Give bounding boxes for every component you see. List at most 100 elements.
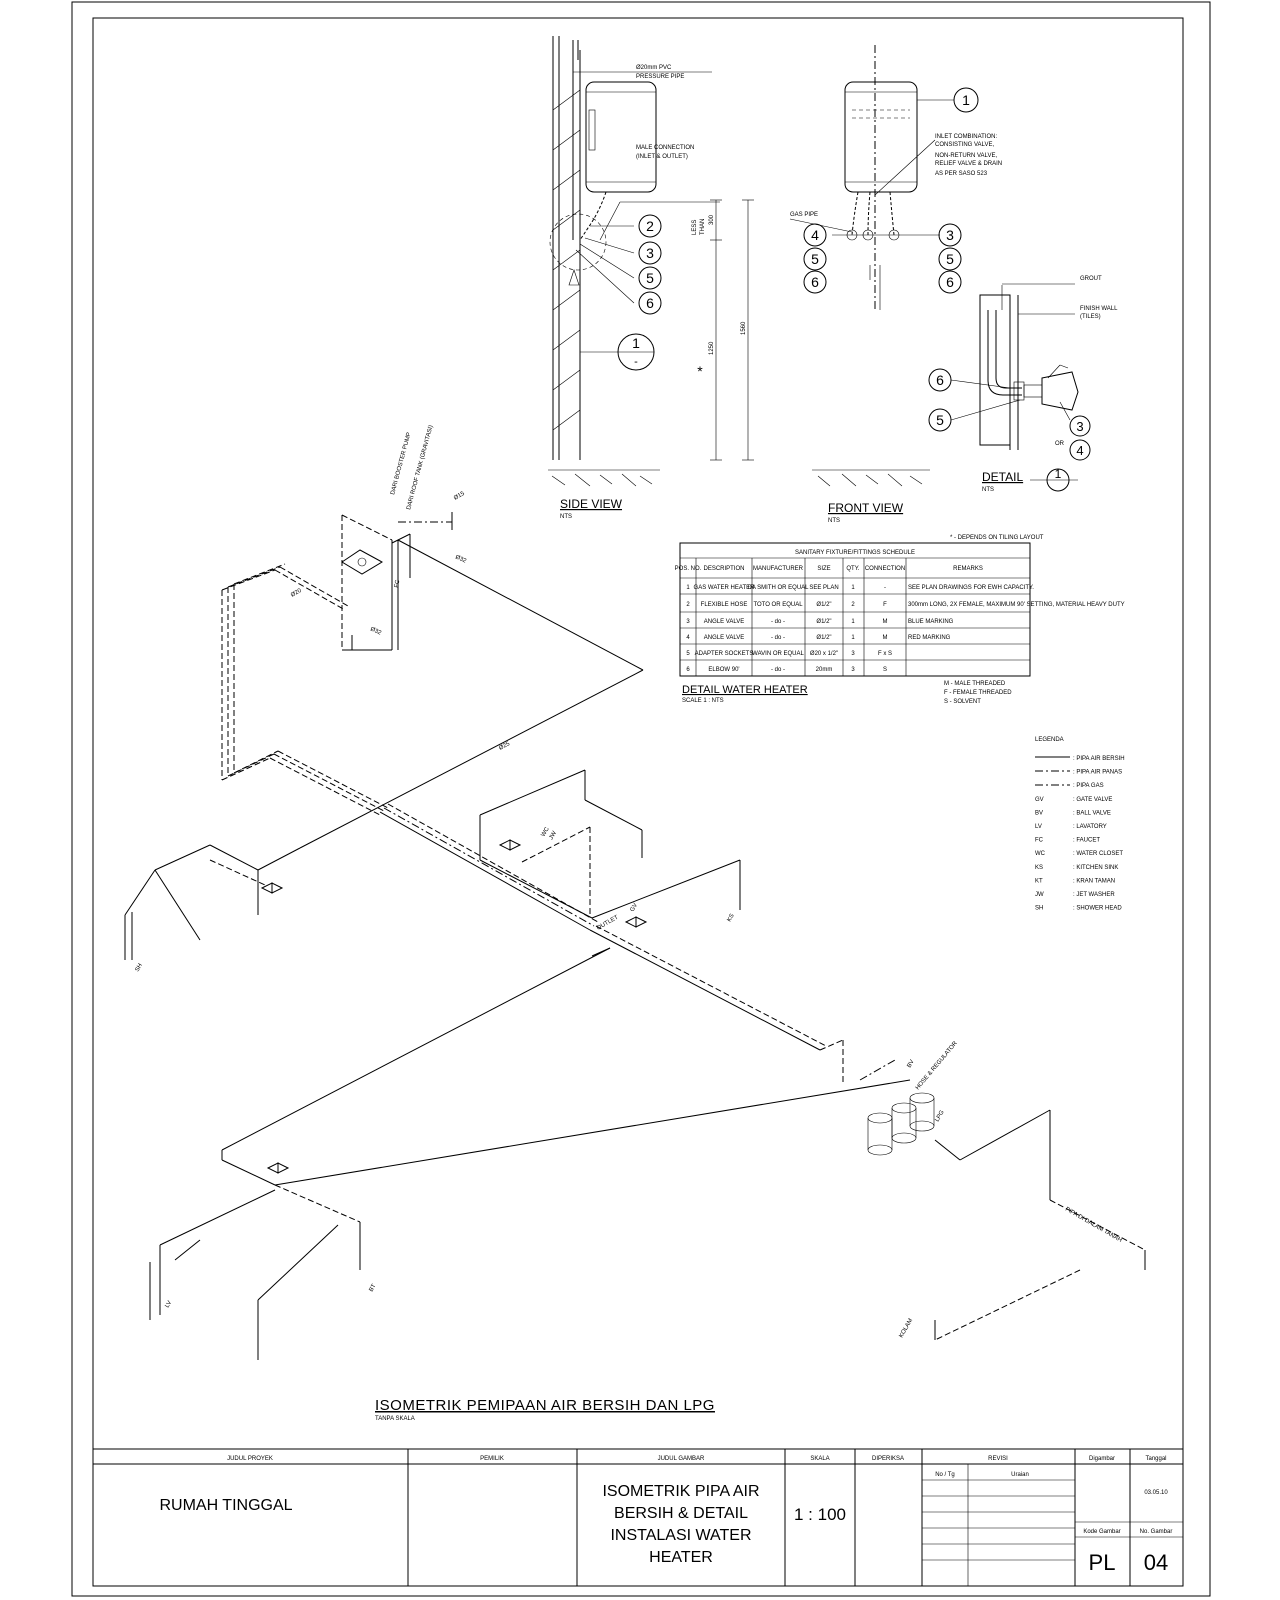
legend-label: : FAUCET <box>1073 838 1100 844</box>
label-lpg: LPG <box>935 1109 946 1123</box>
legend-label: : PIPA AIR PANAS <box>1073 770 1122 776</box>
pipe-note-2: PRESSURE PIPE <box>636 74 684 80</box>
label-gv: GV <box>630 902 640 913</box>
sched-h-remarks: REMARKS <box>953 566 983 572</box>
schedule-cell: SEE PLAN <box>809 585 838 591</box>
label-bt: BT <box>369 1283 378 1293</box>
label-sh: SH <box>135 963 144 973</box>
schedule-cell: 1 <box>851 585 855 591</box>
legend-title: LEGENDA <box>1035 737 1064 743</box>
schedule-cell: Ø1/2" <box>816 619 831 625</box>
schedule-cell: DA SMITH OR EQUAL <box>747 585 809 591</box>
legend-label: : WATER CLOSET <box>1073 851 1123 857</box>
detail-view: GROUT FINISH WALL (TILES) 6 5 3 OR 4 DET… <box>928 276 1118 541</box>
label-d20-loop: Ø20 <box>290 588 303 599</box>
detail-tag-5: 5 <box>936 412 944 428</box>
legend-code: BV <box>1035 810 1043 816</box>
tiling-footnote: * - DEPENDS ON TILING LAYOUT <box>950 535 1044 541</box>
dim-star: * <box>697 363 703 379</box>
legend-label: : JET WASHER <box>1073 892 1115 898</box>
conn-note-m: M - MALE THREADED <box>944 681 1006 687</box>
side-view-scale: NTS <box>560 514 572 520</box>
tb-drawing-title-3: INSTALASI WATER <box>610 1527 751 1544</box>
schedule-cell: SEE PLAN DRAWINGS FOR EWH CAPACITY. <box>908 585 1034 591</box>
legend-items: : PIPA AIR BERSIH: PIPA AIR PANAS: PIPA … <box>1035 756 1125 912</box>
tb-number: 04 <box>1144 1550 1168 1575</box>
schedule-cell: M <box>883 635 888 641</box>
tb-header-project: JUDUL PROYEK <box>227 1456 273 1462</box>
schedule-cell: S <box>883 667 887 673</box>
tb-header-revision: REVISI <box>988 1456 1008 1462</box>
label-booster: DARI BOOSTER PUMP <box>390 432 412 496</box>
schedule-cell: 20mm <box>816 667 833 673</box>
front-tag-6-right: 6 <box>946 274 954 290</box>
sched-h-manuf: MANUFACTURER <box>753 566 804 572</box>
legend-code: JW <box>1035 892 1044 898</box>
dim-than: THAN <box>700 219 706 235</box>
sched-h-qty: QTY. <box>846 566 860 572</box>
schedule-cell: Ø20 x 1/2" <box>810 651 838 657</box>
detail-tag-6: 6 <box>936 372 944 388</box>
front-tag-3: 3 <box>946 227 954 243</box>
conn-note-f: F - FEMALE THREADED <box>944 690 1012 696</box>
dim-less: LESS <box>692 220 698 235</box>
tb-drawing-title-2: BERSIH & DETAIL <box>614 1505 748 1522</box>
fittings-schedule: SANITARY FIXTURE/FITTINGS SCHEDULE POS. … <box>675 542 1125 705</box>
tb-drawing-title-4: HEATER <box>649 1549 713 1566</box>
schedule-cell: M <box>883 619 888 625</box>
label-kolam: KOLAM <box>899 1318 915 1339</box>
detail-title: DETAIL <box>982 470 1023 484</box>
isometric-subtitle: TANPA SKALA <box>375 1416 415 1422</box>
label-d32-mid: Ø32 <box>369 626 382 637</box>
schedule-cell: 1 <box>851 635 855 641</box>
legend-code: KS <box>1035 865 1043 871</box>
front-view: 1 INLET COMBINATION: CONSISTING VALVE, N… <box>789 45 1002 524</box>
tb-date: 03.05.10 <box>1144 1490 1168 1496</box>
label-hose-regulator: HOSE & REGULATOR <box>915 1040 959 1091</box>
schedule-cell: Ø1/2" <box>816 635 831 641</box>
label-lv: LV <box>165 1300 174 1309</box>
tb-rev-desc: Uraian <box>1011 1472 1029 1478</box>
schedule-cell: 3 <box>851 667 855 673</box>
legend-label: : KRAN TAMAN <box>1073 878 1115 884</box>
label-d32-top: Ø32 <box>454 554 467 565</box>
schedule-cell: WAVIN OR EQUAL <box>752 651 804 657</box>
front-tag-5-right: 5 <box>946 251 954 267</box>
side-tag-2: 2 <box>646 218 654 234</box>
legend-code: KT <box>1035 878 1043 884</box>
schedule-cell: 3 <box>851 651 855 657</box>
schedule-cell: 5 <box>686 651 690 657</box>
schedule-cell: - <box>884 585 886 591</box>
sched-h-desc: DESCRIPTION <box>703 566 744 572</box>
legend-code: LV <box>1035 824 1042 830</box>
schedule-cell: 4 <box>686 635 690 641</box>
tb-header-number: No. Gambar <box>1140 1529 1173 1535</box>
detail-scale: NTS <box>982 487 994 493</box>
gas-pipe-label: GAS PIPE <box>790 212 818 218</box>
legend-code: SH <box>1035 906 1043 912</box>
front-tag-1: 1 <box>962 92 970 108</box>
isometric-title: ISOMETRIK PEMIPAAN AIR BERSIH DAN LPG <box>375 1397 715 1414</box>
schedule-cell: F <box>883 602 887 608</box>
legend-label: : BALL VALVE <box>1073 810 1111 816</box>
schedule-title: SANITARY FIXTURE/FITTINGS SCHEDULE <box>795 550 915 556</box>
tb-header-drawn: Digambar <box>1089 1456 1115 1462</box>
label-d15-top: Ø15 <box>453 491 466 502</box>
schedule-cell: 2 <box>686 602 690 608</box>
side-detail-ref-dash: - <box>634 356 638 368</box>
grout-label: GROUT <box>1080 276 1102 282</box>
pipe-note-1: Ø20mm PVC <box>636 65 672 71</box>
label-fc-top: FC <box>394 579 401 589</box>
side-detail-ref-number: 1 <box>632 335 640 351</box>
tb-rev-no: No / Tg <box>935 1472 955 1478</box>
conn-note-2: (INLET & OUTLET) <box>636 154 688 160</box>
side-tag-5: 5 <box>646 270 654 286</box>
dim-1560: 1560 <box>741 321 747 335</box>
legend: LEGENDA : PIPA AIR BERSIH: PIPA AIR PANA… <box>1035 737 1125 912</box>
schedule-caption: DETAIL WATER HEATER <box>682 684 808 696</box>
detail-tag-4: 4 <box>1076 443 1083 458</box>
schedule-cell: 3 <box>686 619 690 625</box>
schedule-cell: 1 <box>851 619 855 625</box>
schedule-cell: - do - <box>771 635 785 641</box>
title-block: JUDUL PROYEK PEMILIK JUDUL GAMBAR SKALA … <box>93 1448 1183 1586</box>
